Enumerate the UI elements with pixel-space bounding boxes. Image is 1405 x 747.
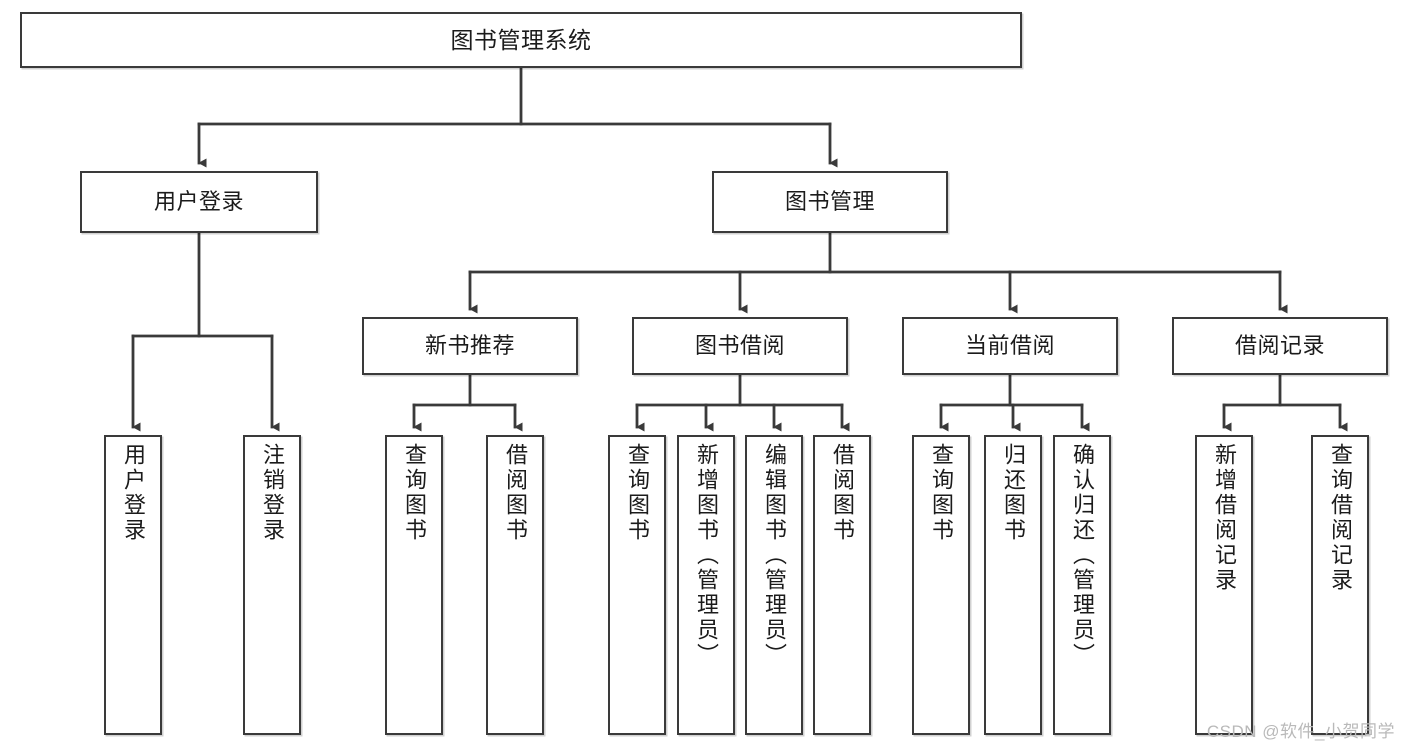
node-current-borrow[interactable]: 当前借阅 [902,317,1118,375]
node-leaf-query-book-recommend-label: 查询图书 [402,443,427,543]
node-book-borrow[interactable]: 图书借阅 [632,317,848,375]
node-leaf-return-book[interactable]: 归还图书 [984,435,1042,735]
node-leaf-query-book-current[interactable]: 查询图书 [912,435,970,735]
node-root-system-label: 图书管理系统 [450,26,592,53]
node-borrow-record-label: 借阅记录 [1234,333,1325,359]
node-leaf-edit-book-admin-label: 编辑图书（管理员） [762,443,787,668]
node-leaf-return-book-label: 归还图书 [1001,443,1026,543]
node-leaf-confirm-return-admin[interactable]: 确认归还（管理员） [1053,435,1111,735]
node-leaf-query-book-recommend[interactable]: 查询图书 [385,435,443,735]
node-leaf-user-login[interactable]: 用户登录 [104,435,162,735]
node-new-book-recommend-label: 新书推荐 [424,333,515,359]
node-root-system[interactable]: 图书管理系统 [20,12,1022,68]
node-leaf-confirm-return-admin-label: 确认归还（管理员） [1070,443,1095,668]
node-leaf-query-book-borrow[interactable]: 查询图书 [608,435,666,735]
node-leaf-add-book-admin[interactable]: 新增图书（管理员） [677,435,735,735]
node-borrow-record[interactable]: 借阅记录 [1172,317,1388,375]
node-book-manage-label: 图书管理 [784,189,875,215]
node-leaf-query-book-borrow-label: 查询图书 [625,443,650,543]
node-leaf-borrow-book-label: 借阅图书 [830,443,855,543]
node-leaf-edit-book-admin[interactable]: 编辑图书（管理员） [745,435,803,735]
node-leaf-query-book-current-label: 查询图书 [929,443,954,543]
node-book-manage[interactable]: 图书管理 [712,171,948,233]
node-leaf-borrow-book-recommend-label: 借阅图书 [503,443,528,543]
node-leaf-borrow-book-recommend[interactable]: 借阅图书 [486,435,544,735]
node-leaf-add-borrow-record-label: 新增借阅记录 [1212,443,1237,593]
node-leaf-query-borrow-record-label: 查询借阅记录 [1328,443,1353,593]
node-new-book-recommend[interactable]: 新书推荐 [362,317,578,375]
node-leaf-add-book-admin-label: 新增图书（管理员） [694,443,719,668]
node-leaf-query-borrow-record[interactable]: 查询借阅记录 [1311,435,1369,735]
watermark-text: CSDN @软件_小贺同学 [1206,722,1395,741]
node-leaf-add-borrow-record[interactable]: 新增借阅记录 [1195,435,1253,735]
node-leaf-borrow-book[interactable]: 借阅图书 [813,435,871,735]
node-user-login-label: 用户登录 [153,189,244,215]
node-leaf-user-login-label: 用户登录 [121,443,146,543]
node-book-borrow-label: 图书借阅 [694,333,785,359]
node-leaf-logout-label: 注销登录 [260,443,285,543]
node-leaf-logout[interactable]: 注销登录 [243,435,301,735]
node-user-login[interactable]: 用户登录 [80,171,318,233]
node-current-borrow-label: 当前借阅 [964,333,1055,359]
